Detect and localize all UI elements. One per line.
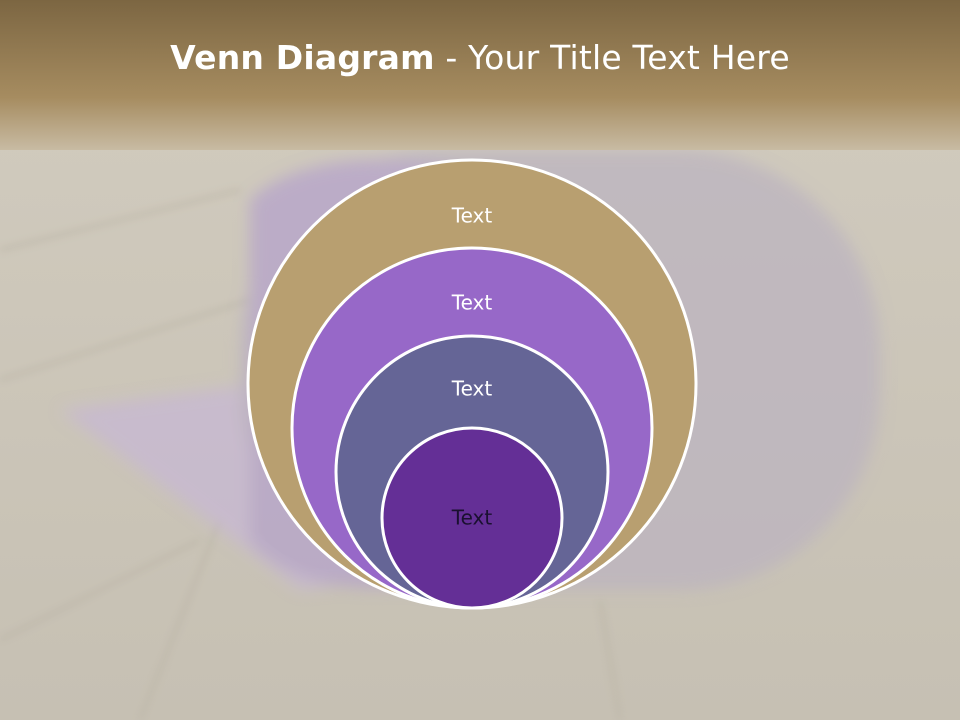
title-rest: - Your Title Text Here [434,38,790,77]
venn-ring-3-label: Text [451,377,493,401]
page-title: Venn Diagram - Your Title Text Here [0,38,960,77]
venn-ring-1-label: Text [451,204,493,228]
venn-ring-2-label: Text [451,291,493,315]
title-bold: Venn Diagram [170,38,435,77]
venn-ring-4-label: Text [451,506,493,530]
venn-ring-4 [380,426,564,610]
